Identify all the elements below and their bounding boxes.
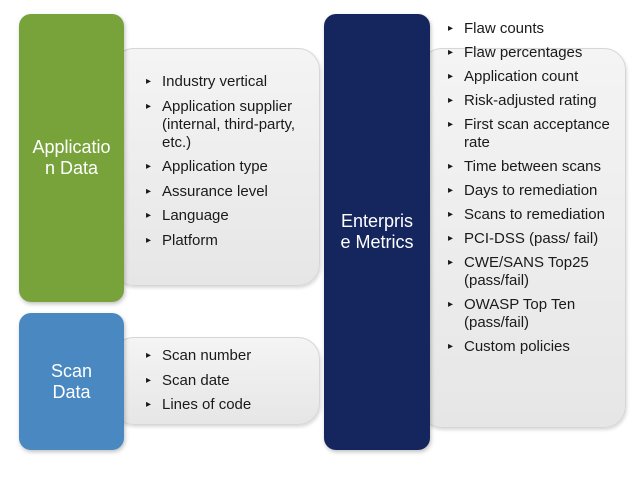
list-item: ▸ PCI-DSS (pass/ fail) (448, 230, 624, 248)
enterprise-metrics-label-line: e Metrics (340, 232, 414, 252)
bullet-icon: ▸ (448, 23, 454, 34)
bullet-icon: ▸ (448, 71, 454, 82)
bullet-icon: ▸ (448, 161, 454, 172)
bullet-icon: ▸ (448, 257, 454, 268)
list-item-text: Assurance level (162, 182, 268, 200)
bullet-icon: ▸ (448, 185, 454, 196)
list-item: ▸ Assurance level (146, 183, 306, 201)
list-item-text: Risk-adjusted rating (464, 92, 597, 109)
list-item-text: Language (162, 207, 229, 224)
application-data-block: Applicatio n Data (19, 14, 124, 302)
list-item: ▸ Scans to remediation (448, 206, 624, 224)
list-item-text: Scans to remediation (464, 206, 605, 223)
list-item: ▸ Platform (146, 232, 306, 250)
list-item: ▸ Application count (448, 68, 624, 86)
list-item-text: Application count (464, 68, 579, 85)
list-item-text: Time between scans (464, 158, 602, 175)
bullet-icon: ▸ (448, 95, 454, 106)
list-item: ▸ Lines of code (146, 396, 306, 414)
list-item-text: First scan acceptance rate (464, 116, 610, 151)
list-item: ▸ First scan acceptance rate (448, 116, 624, 152)
bullet-icon: ▸ (448, 233, 454, 244)
list-item: ▸ Custom policies (448, 338, 624, 356)
list-item-text: Custom policies (464, 338, 570, 355)
list-item-text: Application type (162, 158, 268, 175)
bullet-icon: ▸ (146, 210, 152, 221)
application-data-label-line: Applicatio (32, 137, 111, 157)
list-item-text: Days to remediation (464, 182, 598, 199)
list-item: ▸ Application supplier (internal, third-p… (146, 98, 306, 152)
application-data-list: ▸ Industry vertical ▸ Application supplier… (146, 73, 306, 256)
list-item-text: Application supplier (internal, third-pa… (162, 97, 296, 151)
scan-data-block: Scan Data (19, 313, 124, 450)
enterprise-metrics-list: ▸ Flaw counts ▸ Flaw percentages ▸ Applicat… (448, 20, 624, 362)
list-item-text: Platform (162, 231, 218, 249)
list-item-text: OWASP Top Ten (pass/fail) (464, 296, 576, 331)
bullet-icon: ▸ (448, 209, 454, 220)
list-item: ▸ Days to remediation (448, 182, 624, 200)
list-item: ▸ Language (146, 207, 306, 225)
scan-data-panel (112, 337, 320, 425)
list-item-text: PCI-DSS (pass/ fail) (464, 230, 599, 247)
list-item: ▸ Application type (146, 158, 306, 176)
scan-data-label-line: Scan (50, 360, 93, 381)
bullet-icon: ▸ (448, 341, 454, 352)
enterprise-metrics-label: Enterpris e Metrics (340, 211, 413, 253)
bullet-icon: ▸ (448, 47, 454, 58)
scan-data-list: ▸ Scan number ▸ Scan date ▸ Lines of code (146, 347, 306, 421)
list-item-text: Scan number (162, 347, 252, 364)
list-item-text: Scan date (162, 371, 230, 389)
application-data-label-line: n Data (44, 158, 99, 178)
bullet-icon: ▸ (448, 299, 454, 310)
bullet-icon: ▸ (146, 185, 152, 197)
application-data-panel (112, 48, 320, 286)
scan-data-label-line: Data (52, 381, 91, 402)
list-item-text: Flaw percentages (464, 44, 583, 61)
enterprise-metrics-block: Enterpris e Metrics (324, 14, 430, 450)
list-item: ▸ Flaw counts (448, 20, 624, 38)
list-item: ▸ Time between scans (448, 158, 624, 176)
list-item: ▸ Industry vertical (146, 73, 306, 91)
list-item-text: Industry vertical (162, 73, 268, 90)
list-item: ▸ Scan date (146, 372, 306, 390)
list-item: ▸ Flaw percentages (448, 44, 624, 62)
bullet-icon: ▸ (146, 100, 152, 112)
list-item-text: Lines of code (162, 396, 252, 413)
list-item: ▸ OWASP Top Ten (pass/fail) (448, 296, 624, 332)
bullet-icon: ▸ (146, 350, 152, 361)
enterprise-metrics-panel (420, 48, 626, 428)
enterprise-metrics-label-line: Enterpris (340, 211, 413, 231)
bullet-icon: ▸ (146, 399, 152, 410)
list-item-text: CWE/SANS Top25 (pass/fail) (464, 254, 589, 289)
bullet-icon: ▸ (146, 161, 152, 172)
bullet-icon: ▸ (146, 374, 152, 386)
bullet-icon: ▸ (146, 76, 152, 87)
application-data-label: Applicatio n Data (32, 137, 110, 179)
list-item: ▸ CWE/SANS Top25 (pass/fail) (448, 254, 624, 290)
bullet-icon: ▸ (448, 119, 454, 130)
scan-data-label: Scan Data (51, 361, 92, 403)
list-item-text: Flaw counts (464, 20, 545, 37)
list-item: ▸ Risk-adjusted rating (448, 92, 624, 110)
bullet-icon: ▸ (146, 234, 152, 246)
list-item: ▸ Scan number (146, 347, 306, 365)
